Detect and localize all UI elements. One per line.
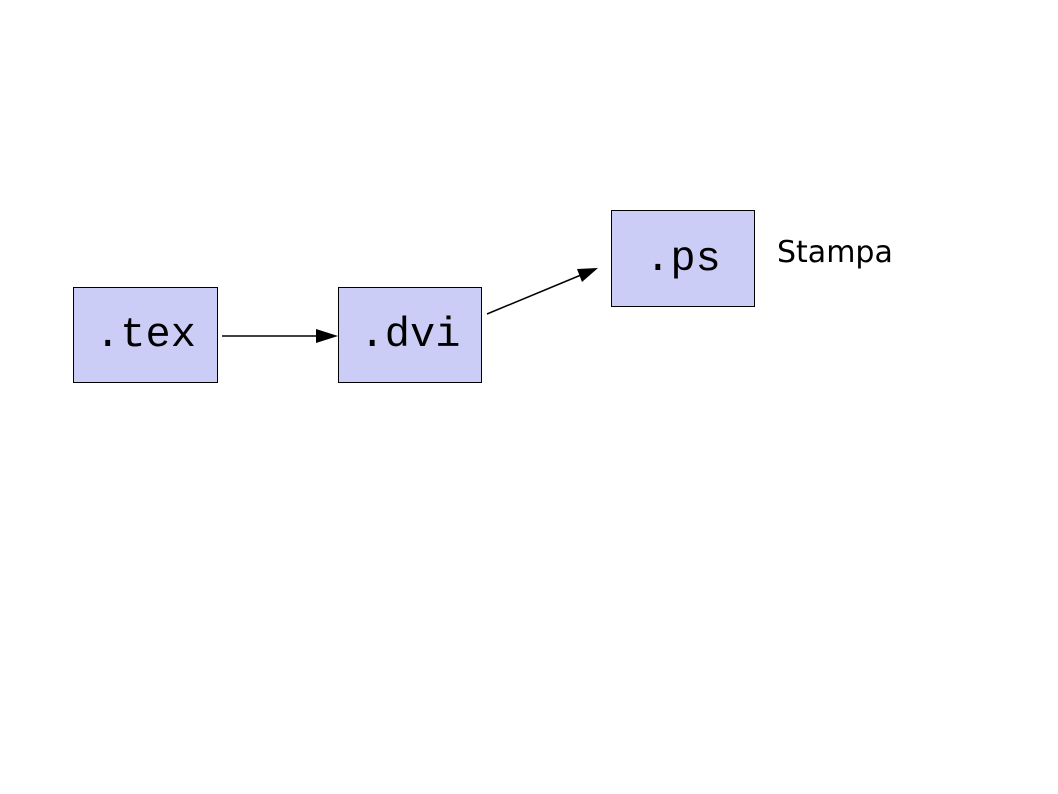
node-tex-label: .tex xyxy=(95,311,196,359)
node-tex: .tex xyxy=(73,287,218,383)
node-dvi: .dvi xyxy=(338,287,482,383)
node-ps-label: .ps xyxy=(645,234,721,283)
arrowhead-icon xyxy=(577,268,598,282)
arrowhead-icon xyxy=(316,329,338,343)
node-dvi-label: .dvi xyxy=(359,311,461,359)
annotation-stampa: Stampa xyxy=(777,235,893,270)
arrow-line xyxy=(486,274,582,315)
node-ps: .ps xyxy=(611,210,755,307)
arrow-dvi-to-ps xyxy=(486,268,598,315)
arrow-tex-to-dvi xyxy=(222,329,338,343)
